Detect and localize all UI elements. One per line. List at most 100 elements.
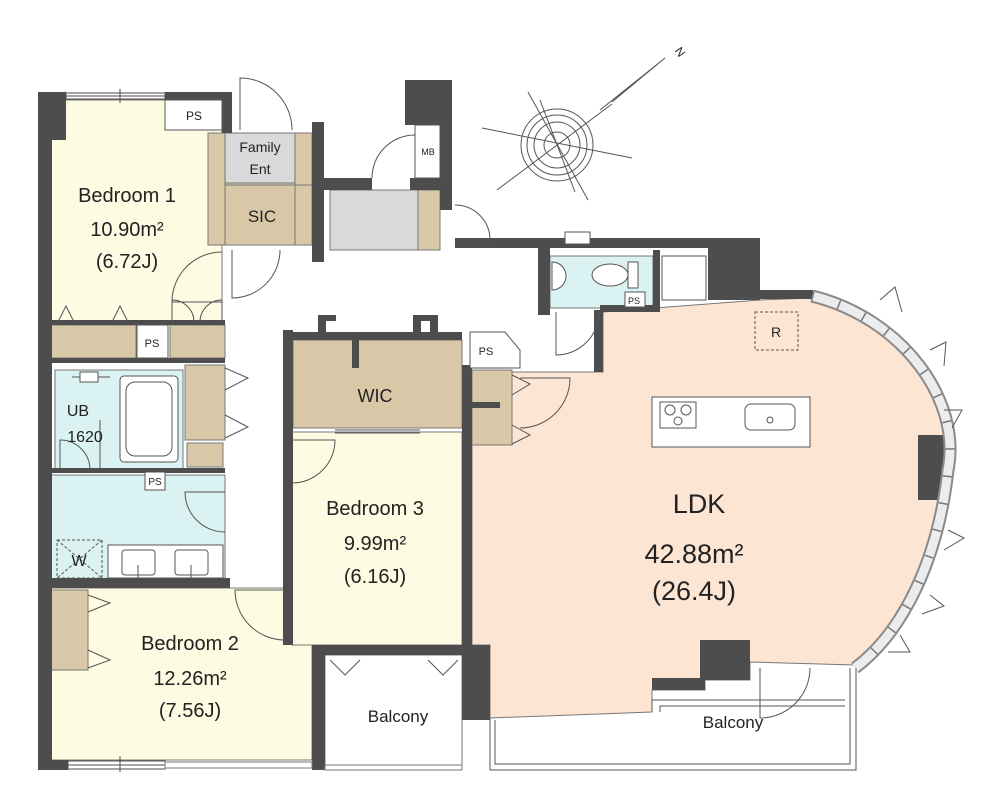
wall <box>283 332 462 340</box>
hall-closet-upper <box>184 364 226 441</box>
kitchen-sink-drain <box>766 416 774 424</box>
ldk-name: LDK <box>673 489 726 519</box>
r-label: R <box>771 324 781 340</box>
wall <box>38 760 68 770</box>
wall <box>50 358 225 363</box>
bath-door <box>59 439 91 471</box>
cooktop <box>659 401 697 429</box>
bedroom-2-area: 12.26m² <box>153 668 227 690</box>
wall <box>38 92 66 140</box>
wall <box>50 578 230 588</box>
wall <box>455 238 760 248</box>
bedroom-3-floor <box>291 431 463 646</box>
wall <box>440 80 452 210</box>
compass-ring <box>526 114 588 176</box>
compass-ring <box>533 121 581 169</box>
ldk-door <box>519 377 571 429</box>
mb-box <box>414 124 441 179</box>
wall <box>600 305 660 312</box>
wall <box>653 250 660 308</box>
wall <box>318 315 336 321</box>
bedroom-1-name: Bedroom 1 <box>78 185 176 207</box>
bedroom-3-area: 9.99m² <box>344 533 407 555</box>
wall <box>708 248 760 300</box>
ub-size-label: 1620 <box>67 429 103 446</box>
balcony-right <box>324 668 857 771</box>
family-ent-label-line2: Ent <box>249 161 270 177</box>
balcony-left-floor <box>324 654 463 771</box>
wall <box>410 178 442 190</box>
wall <box>312 122 324 262</box>
cooktop-burner <box>680 404 692 416</box>
wall <box>352 340 359 368</box>
toilet-door <box>555 311 600 356</box>
doors <box>57 77 811 719</box>
bedroom-2-name: Bedroom 2 <box>141 633 239 655</box>
toilet-handwash <box>551 261 567 291</box>
balcony-closet-doors <box>329 659 459 676</box>
window-door-swing <box>944 409 963 429</box>
wall <box>405 80 442 125</box>
labels: PS Family Ent SIC MB Bedroom 1 10.90m² (… <box>67 109 781 732</box>
washer-label: W <box>71 553 87 570</box>
ps-label: PS <box>148 477 162 488</box>
curved-wall-glass <box>810 291 955 672</box>
bathtub-basin <box>125 381 173 457</box>
balcony-right-rail-inner <box>494 668 851 765</box>
wall <box>165 92 232 100</box>
cooktop-burner <box>664 404 676 416</box>
room-fills <box>49 99 948 771</box>
balcony-right-rail-outer <box>489 668 857 771</box>
bedroom-2-door <box>234 589 286 641</box>
wall <box>462 645 490 720</box>
window-door-swing <box>921 594 946 615</box>
compass-north-arrow <box>599 57 666 111</box>
bedroom-1-floor <box>49 99 223 323</box>
wall <box>594 310 603 372</box>
bedroom-3-jo: (6.16J) <box>344 566 406 588</box>
compass-line <box>539 99 576 193</box>
hall-closet-lower <box>186 442 224 468</box>
cooktop-burner <box>673 416 683 426</box>
compass-line <box>496 103 613 191</box>
wic-floor <box>292 339 463 429</box>
sic-label: SIC <box>248 207 276 226</box>
hall-closet-doors <box>224 367 250 439</box>
bedroom-1-closet-left <box>49 324 137 359</box>
refrigerator-space <box>661 255 707 301</box>
toilet-vent-box <box>564 231 591 245</box>
wall <box>50 320 225 325</box>
ldk-area: 42.88m² <box>644 539 743 569</box>
wall <box>318 315 326 335</box>
family-entrance-door <box>239 77 293 131</box>
wall <box>430 315 438 335</box>
wall <box>652 678 705 690</box>
washer-space <box>56 539 103 579</box>
walls <box>38 80 946 770</box>
entrance-shoe-storage <box>417 189 441 251</box>
ps-shaft-toilet <box>624 291 646 308</box>
ub-label: UB <box>67 403 89 420</box>
balcony-left-label: Balcony <box>368 707 429 726</box>
ps-label: PS <box>145 338 160 350</box>
bedroom-2-jo: (7.56J) <box>159 700 221 722</box>
balcony-right-label: Balcony <box>703 713 764 732</box>
ps-shaft-closet <box>136 324 169 359</box>
wall <box>312 645 462 655</box>
ps-shaft-top <box>164 99 223 131</box>
entrance-door <box>454 204 491 241</box>
bedroom-2-closet <box>49 589 89 671</box>
mb-label: MB <box>421 147 435 157</box>
fixtures <box>56 99 811 579</box>
ps-label: PS <box>186 109 202 123</box>
bedroom-3-door <box>291 439 336 484</box>
bedroom-1-door <box>171 251 223 303</box>
bath-faucet-body <box>79 371 99 383</box>
wall <box>222 100 232 133</box>
compass-ring <box>543 131 571 159</box>
compass-ring <box>520 108 594 182</box>
bedroom-1-closet-doors <box>57 299 223 325</box>
wall <box>50 468 225 473</box>
washroom-door <box>184 491 226 533</box>
